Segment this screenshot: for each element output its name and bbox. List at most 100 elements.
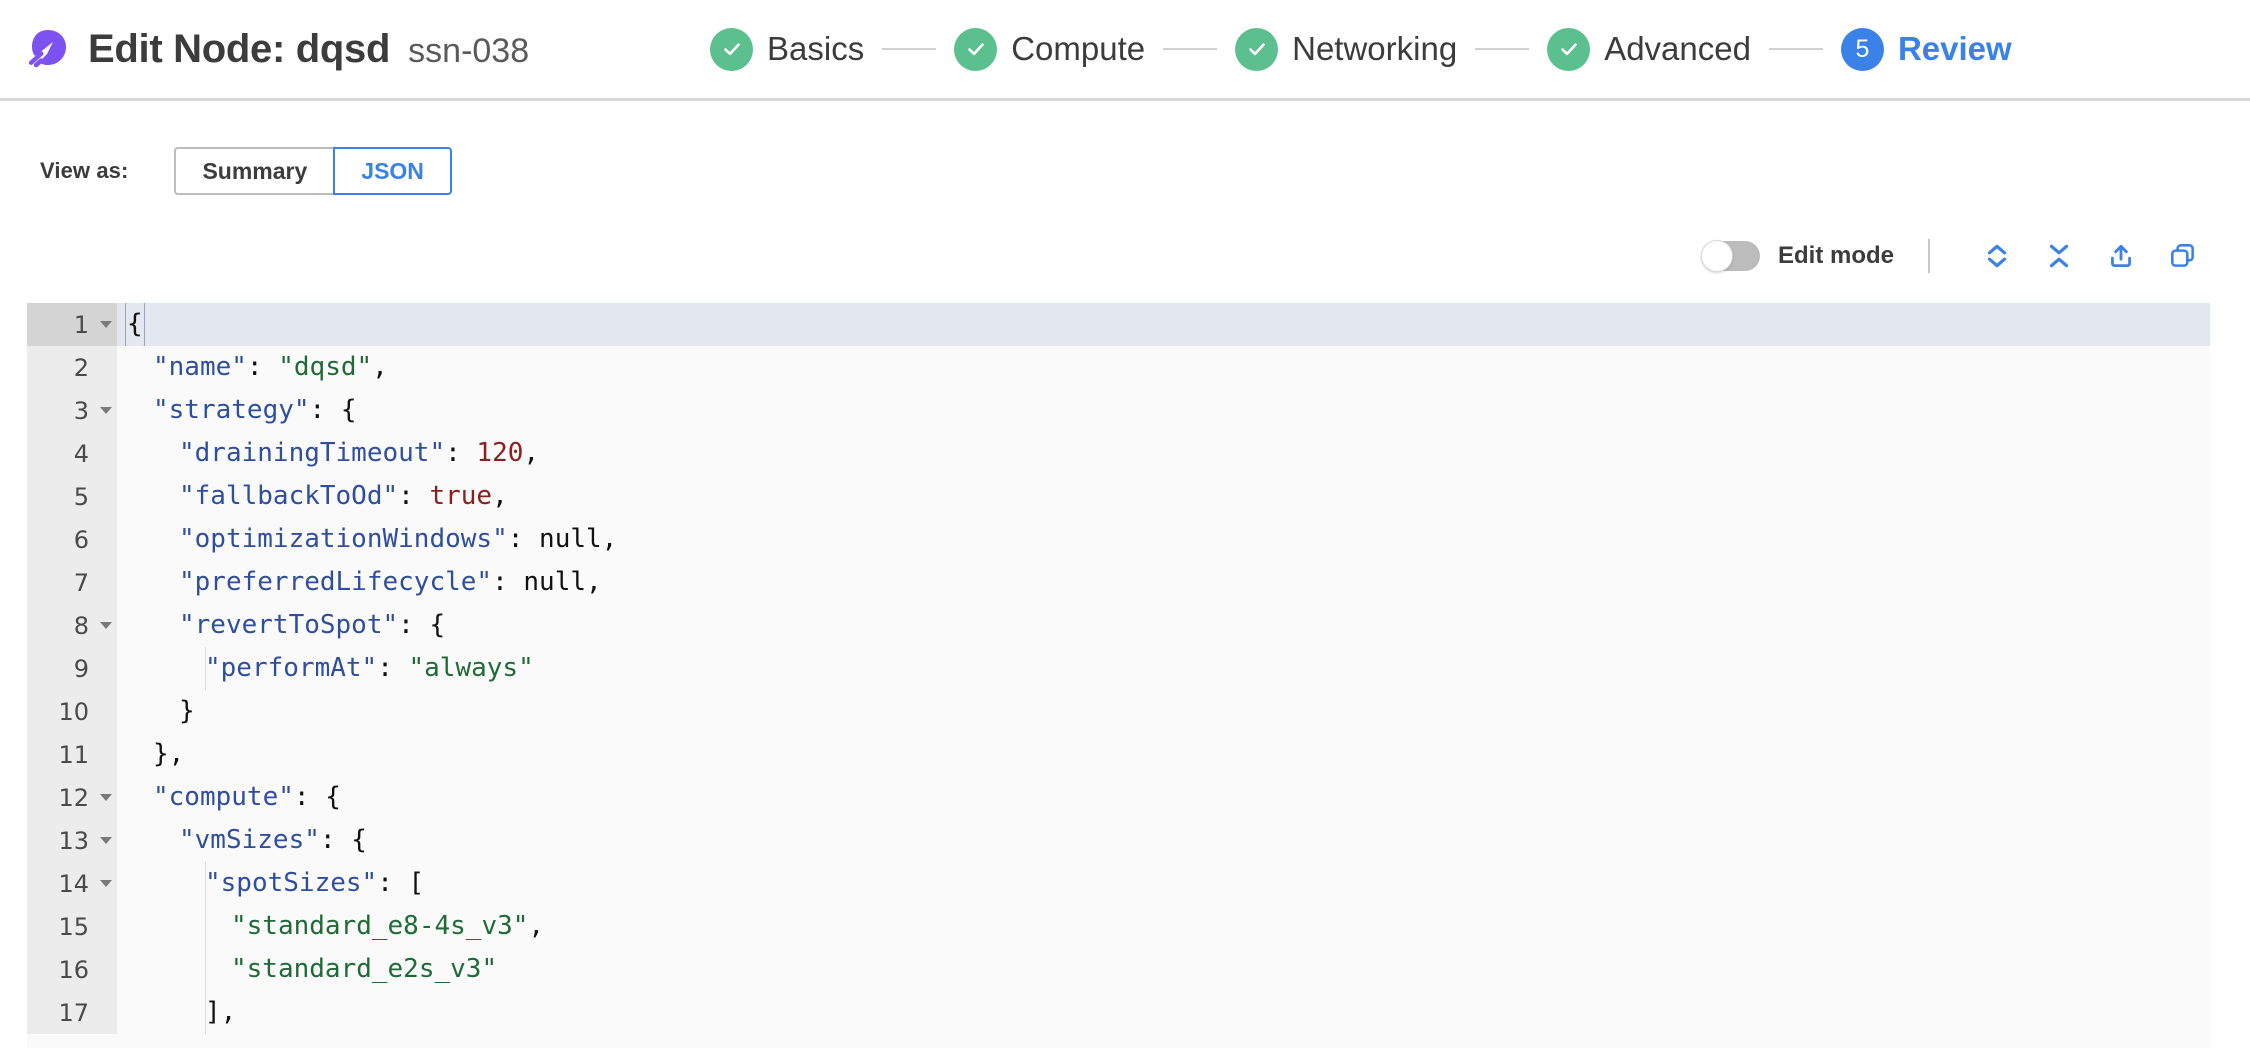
chevron-down-icon (100, 321, 112, 328)
line-number: 3 (27, 389, 95, 432)
code-line[interactable]: 4"drainingTimeout": 120, (27, 432, 2210, 475)
token-key: "strategy" (153, 395, 310, 425)
token-key: "spotSizes" (205, 868, 378, 898)
fold-toggle-icon[interactable] (95, 303, 117, 346)
stepper-item-basics[interactable]: Basics (710, 27, 865, 71)
line-number: 8 (27, 604, 95, 647)
stepper-item-advanced[interactable]: Advanced (1547, 27, 1751, 71)
token-key: "drainingTimeout" (179, 438, 446, 468)
fold-spacer (95, 346, 117, 389)
token-punc: : { (398, 610, 446, 640)
token-key: "preferredLifecycle" (179, 567, 493, 597)
view-as-option-json[interactable]: JSON (333, 147, 452, 195)
fold-toggle-icon[interactable] (95, 389, 117, 432)
code-text: "compute": { (117, 776, 2210, 819)
code-line[interactable]: 3 "strategy": { (27, 389, 2210, 432)
token-punc: : (398, 481, 430, 511)
fold-toggle-icon[interactable] (95, 604, 117, 647)
line-number: 15 (27, 905, 95, 948)
code-line[interactable]: 16"standard_e2s_v3" (27, 948, 2210, 991)
line-number: 10 (27, 690, 95, 733)
step-number-badge: 5 (1840, 27, 1884, 71)
view-as-option-summary[interactable]: Summary (174, 147, 334, 195)
line-number: 9 (27, 647, 95, 690)
code-line[interactable]: 15 "standard_e8-4s_v3", (27, 905, 2210, 948)
chevron-down-icon (100, 794, 112, 801)
line-number: 5 (27, 475, 95, 518)
fold-spacer (95, 948, 117, 991)
code-line[interactable]: 17], (27, 991, 2210, 1034)
indent-guide (205, 647, 206, 690)
line-number: 12 (27, 776, 95, 819)
edit-mode-toggle-knob (1700, 240, 1733, 272)
fold-toggle-icon[interactable] (95, 862, 117, 905)
code-line[interactable]: 12 "compute": { (27, 776, 2210, 819)
code-text: "standard_e8-4s_v3", (117, 905, 2210, 948)
code-line[interactable]: 11}, (27, 733, 2210, 776)
step-connector (882, 48, 937, 50)
fold-spacer (95, 647, 117, 690)
code-text: "strategy": { (117, 389, 2210, 432)
copy-icon[interactable] (2160, 233, 2206, 279)
code-line[interactable]: 9 "performAt": "always" (27, 647, 2210, 690)
code-line[interactable]: 13"vmSizes": { (27, 819, 2210, 862)
token-punc: : (246, 352, 279, 382)
stepper-item-compute[interactable]: Compute (954, 27, 1145, 71)
edit-mode-toggle[interactable] (1700, 240, 1760, 272)
fold-spacer (95, 432, 117, 475)
indent-guide (205, 991, 206, 1034)
code-line[interactable]: 5"fallbackToOd": true, (27, 475, 2210, 518)
token-key: "vmSizes" (179, 825, 320, 855)
json-code-editor[interactable]: 1{2"name": "dqsd",3"strategy": {4"draini… (27, 303, 2210, 1048)
step-label: Basics (767, 30, 865, 67)
token-str: "standard_e2s_v3" (231, 954, 498, 984)
stepper-item-networking[interactable]: Networking (1235, 27, 1458, 71)
step-number: 5 (1855, 34, 1870, 63)
token-punc: : (445, 438, 477, 468)
token-key: "optimizationWindows" (179, 524, 508, 554)
step-connector (1163, 48, 1218, 50)
expand-all-icon[interactable] (1974, 233, 2020, 279)
fold-toggle-icon[interactable] (95, 776, 117, 819)
line-number: 1 (27, 303, 95, 346)
code-text: "optimizationWindows": null, (117, 518, 2210, 561)
code-text: "performAt": "always" (117, 647, 2210, 690)
code-text: ], (117, 991, 2210, 1034)
token-punc: } (179, 696, 195, 726)
collapse-all-icon[interactable] (2036, 233, 2082, 279)
token-str: "standard_e8-4s_v3" (231, 911, 529, 941)
code-text: "drainingTimeout": 120, (117, 432, 2210, 475)
fold-spacer (95, 561, 117, 604)
check-icon (1235, 27, 1279, 71)
fold-spacer (95, 905, 117, 948)
token-punc: : (377, 653, 409, 683)
code-text: "name": "dqsd", (117, 346, 2210, 389)
step-label: Networking (1292, 30, 1458, 67)
code-line[interactable]: 8"revertToSpot": { (27, 604, 2210, 647)
fold-toggle-icon[interactable] (95, 819, 117, 862)
line-number: 17 (27, 991, 95, 1034)
header-title-group: Edit Node: dqsd ssn-038 (88, 27, 529, 72)
code-line[interactable]: 14"spotSizes": [ (27, 862, 2210, 905)
check-icon (954, 27, 998, 71)
line-number: 2 (27, 346, 95, 389)
token-punc: ], (205, 997, 237, 1027)
code-text: } (117, 690, 2210, 733)
token-punc: : { (309, 395, 357, 425)
chevron-down-icon (100, 622, 112, 629)
code-line[interactable]: 1{ (27, 303, 2210, 347)
spot-comet-logo-icon (24, 26, 70, 72)
check-icon (710, 27, 753, 71)
token-punc: , (528, 911, 545, 941)
export-icon[interactable] (2098, 233, 2144, 279)
fold-spacer (95, 733, 117, 776)
step-connector (1768, 48, 1823, 50)
code-line[interactable]: 2 "name": "dqsd", (27, 346, 2210, 389)
token-key: "compute" (153, 782, 294, 812)
code-line[interactable]: 10} (27, 690, 2210, 733)
code-line[interactable]: 7"preferredLifecycle": null, (27, 561, 2210, 604)
line-number: 7 (27, 561, 95, 604)
code-line[interactable]: 6"optimizationWindows": null, (27, 518, 2210, 561)
